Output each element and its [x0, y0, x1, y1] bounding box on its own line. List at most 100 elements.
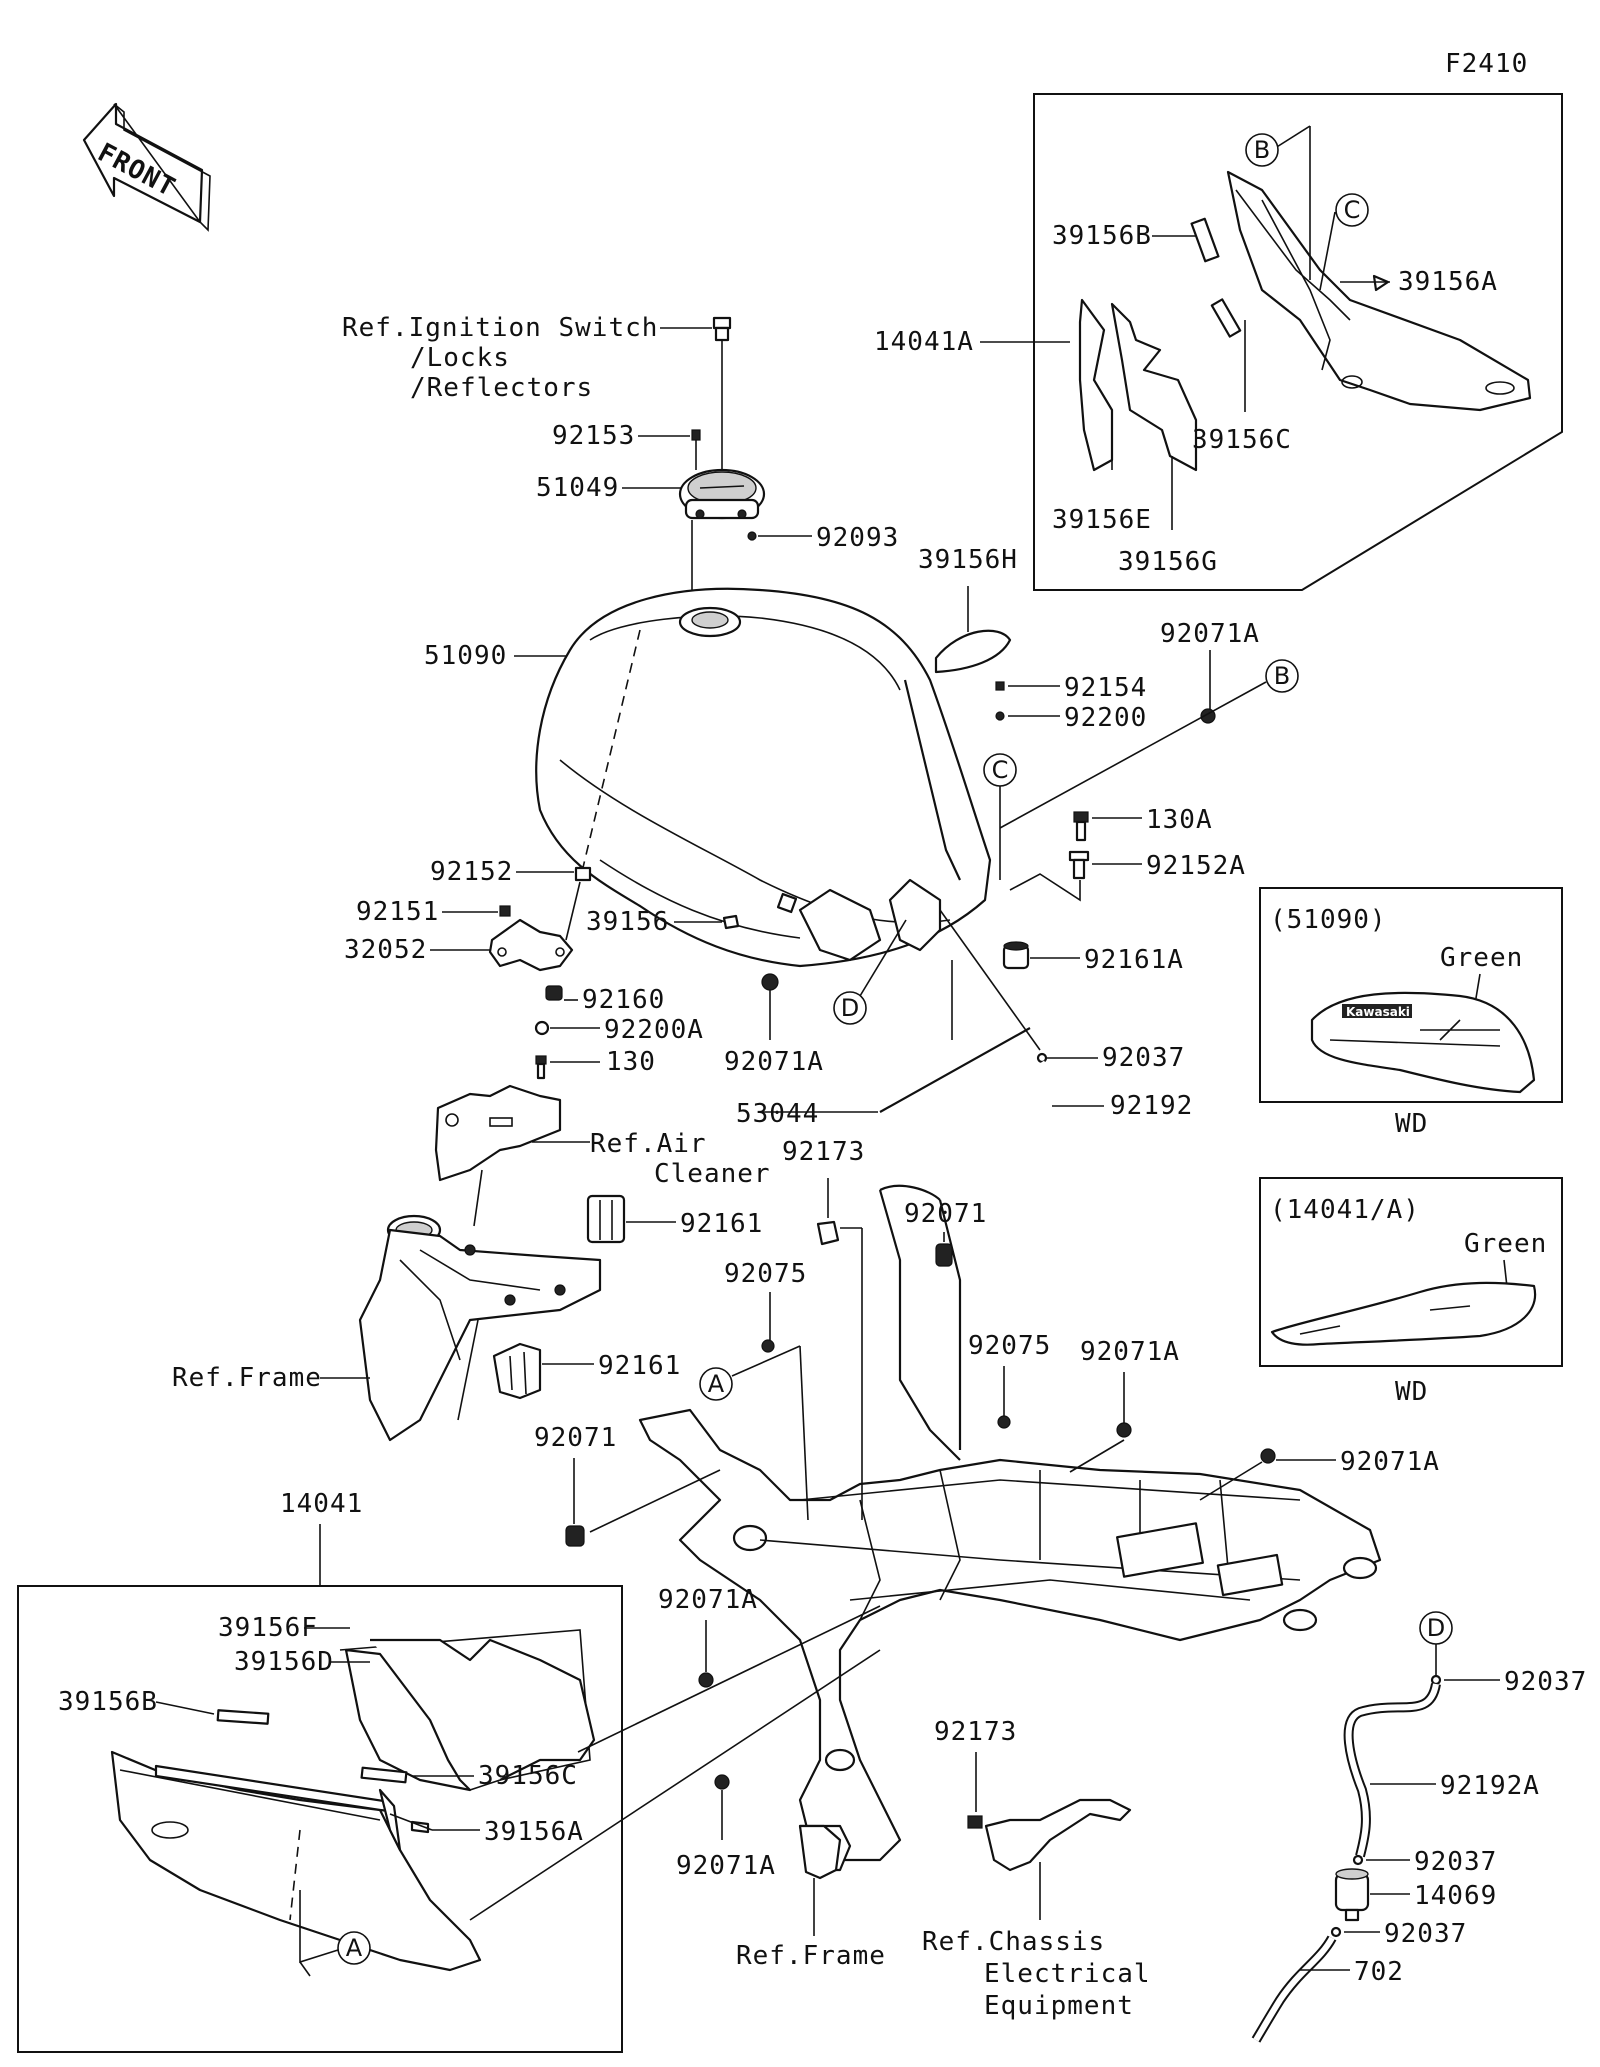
label-39156C-bottom: 39156C: [478, 1761, 578, 1791]
bolt-130A-icon: [1073, 811, 1089, 842]
label-92200A: 92200A: [604, 1015, 704, 1045]
fuel-cap-icon: [678, 468, 766, 520]
label-39156B-top: 39156B: [1052, 221, 1152, 251]
damper-92161-bottom-icon: [492, 1342, 542, 1400]
label-92161-2: 92161: [598, 1351, 681, 1381]
bolt-icon: [712, 316, 732, 342]
label-ref-frame-1: Ref.Frame: [172, 1363, 322, 1393]
label-92071-1: 92071: [904, 1199, 987, 1229]
label-92192A: 92192A: [1440, 1771, 1540, 1801]
label-92071-2: 92071: [534, 1423, 617, 1453]
damper-92161-top-icon: [586, 1194, 626, 1244]
label-39156: 39156: [586, 907, 669, 937]
svg-text:C: C: [992, 756, 1009, 784]
label-92173-2: 92173: [934, 1717, 1017, 1747]
label-39156A-top: 39156A: [1398, 267, 1498, 297]
inset-cover-title: (14041/A): [1270, 1195, 1420, 1225]
svg-text:D: D: [841, 994, 859, 1022]
label-92161-1: 92161: [680, 1209, 763, 1239]
label-92161A: 92161A: [1084, 945, 1184, 975]
inset-cover-color: Green: [1464, 1229, 1547, 1259]
collar-92152A-icon: [1068, 850, 1090, 880]
label-39156H: 39156H: [918, 545, 1018, 575]
label-702: 702: [1354, 1957, 1404, 1987]
svg-text:B: B: [1274, 662, 1290, 690]
inset-tank-brand: Kawasaki: [1346, 1005, 1410, 1019]
label-ref-chassis-2: Electrical: [984, 1959, 1151, 1989]
callout-b-top: B: [1245, 133, 1279, 167]
svg-text:D: D: [1427, 1614, 1445, 1642]
svg-text:B: B: [1254, 136, 1270, 164]
label-92192: 92192: [1110, 1091, 1193, 1121]
callout-a-cover: A: [337, 1931, 371, 1965]
callout-c-tank: C: [983, 753, 1017, 787]
inset-box-14041A: [980, 93, 1563, 591]
label-14069: 14069: [1414, 1881, 1497, 1911]
fuel-tank-icon: [535, 587, 992, 968]
bracket-32052-icon: [488, 918, 574, 972]
label-14041A: 14041A: [874, 327, 974, 357]
main-frame-icon: [638, 1184, 1382, 1872]
inset-tank-variant: (51090) Green Kawasaki WD: [1259, 887, 1563, 1139]
label-39156A-bottom: 39156A: [484, 1817, 584, 1847]
label-39156F: 39156F: [218, 1613, 318, 1643]
label-ref-frame-2: Ref.Frame: [736, 1941, 886, 1971]
label-92160: 92160: [582, 985, 665, 1015]
inset-tank-color: Green: [1440, 943, 1523, 973]
label-39156G: 39156G: [1118, 547, 1218, 577]
air-cleaner-ref-icon: [434, 1084, 562, 1182]
label-92154: 92154: [1064, 673, 1147, 703]
label-92093: 92093: [816, 523, 899, 553]
label-92071A-2: 92071A: [724, 1047, 824, 1077]
callout-a-frame: A: [699, 1367, 733, 1401]
callout-d-tank: D: [833, 991, 867, 1025]
label-92152A: 92152A: [1146, 851, 1246, 881]
label-39156C-top: 39156C: [1192, 425, 1292, 455]
label-39156E: 39156E: [1052, 505, 1152, 535]
label-53044: 53044: [736, 1099, 819, 1129]
label-ref-ignition: Ref.Ignition Switch: [342, 313, 658, 343]
label-92152: 92152: [430, 857, 513, 887]
svg-text:A: A: [346, 1934, 363, 1962]
label-39156D: 39156D: [234, 1647, 334, 1677]
label-92037-3: 92037: [1414, 1847, 1497, 1877]
label-ref-chassis-1: Ref.Chassis: [922, 1927, 1105, 1957]
label-92075-2: 92075: [968, 1331, 1051, 1361]
label-130: 130: [606, 1047, 656, 1077]
front-arrow-icon: FRONT: [82, 102, 211, 232]
label-92071A-1: 92071A: [1160, 619, 1260, 649]
damper-92161A-icon: [1002, 941, 1030, 970]
label-130A: 130A: [1146, 805, 1213, 835]
label-92071A-3: 92071A: [1080, 1337, 1180, 1367]
callout-c-top: C: [1335, 193, 1369, 227]
filter-14069-icon: [1334, 1868, 1370, 1922]
label-32052: 32052: [344, 935, 427, 965]
label-51049: 51049: [536, 473, 619, 503]
label-39156B-bottom: 39156B: [58, 1687, 158, 1717]
label-92153: 92153: [552, 421, 635, 451]
label-92173-1: 92173: [782, 1137, 865, 1167]
label-ref-locks: /Locks: [410, 343, 510, 373]
label-ref-reflectors: /Reflectors: [410, 373, 593, 403]
side-cover-14041-icon: [110, 1629, 596, 1972]
inset-tank-code: WD: [1395, 1109, 1428, 1139]
label-ref-air: Ref.Air: [590, 1129, 707, 1159]
label-92200: 92200: [1064, 703, 1147, 733]
svg-text:A: A: [708, 1370, 725, 1398]
label-92037-1: 92037: [1102, 1043, 1185, 1073]
callout-b-tank: B: [1265, 659, 1299, 693]
label-92071A-5: 92071A: [658, 1585, 758, 1615]
inset-cover-variant: (14041/A) Green WD: [1259, 1177, 1563, 1407]
label-51090: 51090: [424, 641, 507, 671]
decal-39156H-icon: [934, 629, 1012, 674]
label-14041: 14041: [280, 1489, 363, 1519]
label-92037-2: 92037: [1504, 1667, 1587, 1697]
label-ref-chassis-3: Equipment: [984, 1991, 1134, 2021]
label-92075-1: 92075: [724, 1259, 807, 1289]
inset-tank-title: (51090): [1270, 905, 1387, 935]
inset-cover-code: WD: [1395, 1377, 1428, 1407]
label-92037-4: 92037: [1384, 1919, 1467, 1949]
label-92071A-4: 92071A: [1340, 1447, 1440, 1477]
label-92071A-6: 92071A: [676, 1851, 776, 1881]
